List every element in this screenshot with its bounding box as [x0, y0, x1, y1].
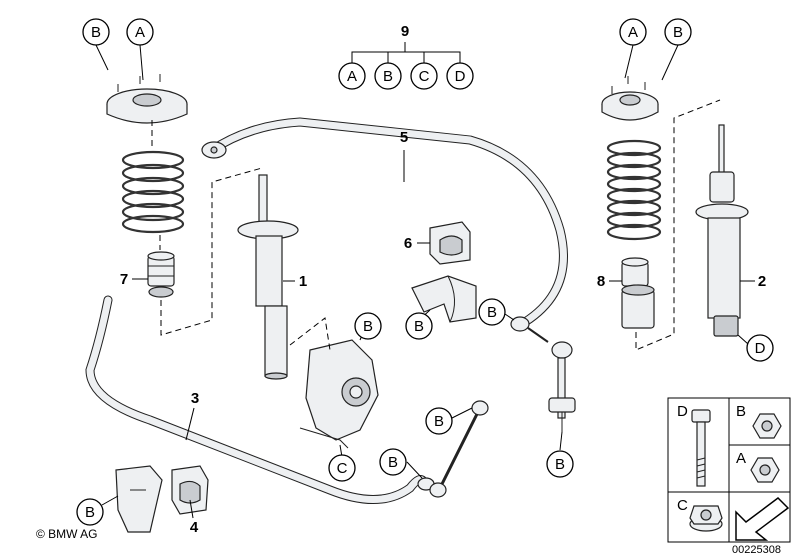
- callout-d-kit: D: [446, 62, 474, 90]
- svg-text:B: B: [91, 24, 101, 41]
- item-number-6: 6: [404, 235, 412, 252]
- steering-knuckle: [299, 339, 379, 449]
- svg-text:B: B: [85, 504, 95, 521]
- svg-text:C: C: [337, 460, 348, 477]
- strut-left: [237, 174, 299, 380]
- svg-text:A: A: [628, 24, 638, 41]
- callout-b-top-left: B: [82, 18, 110, 46]
- callout-b-rear-link-top: B: [425, 407, 453, 435]
- svg-text:D: D: [755, 340, 766, 357]
- item-number-2: 2: [758, 273, 766, 290]
- callout-a-kit: A: [338, 62, 366, 90]
- svg-text:B: B: [555, 456, 565, 473]
- callout-b-kit: B: [374, 62, 402, 90]
- bolt-icon: [691, 409, 711, 487]
- rear-bracket: [115, 465, 163, 533]
- copyright-text: © BMW AG: [36, 527, 98, 541]
- item-number-1: 1: [299, 273, 307, 290]
- callout-b-link-bottom: B: [546, 450, 574, 478]
- svg-text:B: B: [383, 68, 393, 85]
- legend-label-a: A: [736, 450, 746, 467]
- svg-text:D: D: [455, 68, 466, 85]
- direction-arrow-icon: [735, 497, 790, 541]
- stabilizer-bar-rear: [85, 295, 429, 504]
- item-number-3: 3: [191, 390, 199, 407]
- bump-stop-left: [147, 251, 175, 298]
- collar-nut-icon: [689, 505, 723, 532]
- stabilizer-bracket: [411, 275, 477, 323]
- item-number-9: 9: [401, 23, 409, 40]
- guide-line: [289, 317, 331, 351]
- stabilizer-bar-front: [201, 117, 568, 327]
- callout-b-top-right: B: [664, 18, 692, 46]
- drawing-id: 00225308: [732, 544, 781, 556]
- stabilizer-link-front: [510, 316, 576, 432]
- svg-text:B: B: [487, 304, 497, 321]
- coil-spring-left: [121, 150, 185, 234]
- callout-b-rear-link-bottom: B: [379, 448, 407, 476]
- callout-d-shock: D: [746, 334, 774, 362]
- svg-text:C: C: [419, 68, 430, 85]
- item-number-7: 7: [120, 271, 128, 288]
- svg-text:B: B: [673, 24, 683, 41]
- legend-label-b: B: [736, 403, 746, 420]
- guide-line: [635, 99, 721, 351]
- stabilizer-bushing: [429, 221, 471, 265]
- guide-line: [160, 167, 263, 336]
- bump-stop-right: [621, 257, 655, 329]
- strut-top-mount-left: [106, 74, 188, 124]
- svg-text:B: B: [388, 454, 398, 471]
- callout-c-kit: C: [410, 62, 438, 90]
- legend-label-c: C: [677, 497, 688, 514]
- svg-text:B: B: [363, 318, 373, 335]
- callout-b-rear-bracket: B: [76, 498, 104, 526]
- coil-spring-right: [606, 139, 662, 241]
- svg-text:A: A: [347, 68, 357, 85]
- fastener-legend: D B A C: [667, 397, 791, 543]
- callout-b-knuckle: B: [354, 312, 382, 340]
- svg-text:B: B: [434, 413, 444, 430]
- callout-c-knuckle: C: [328, 454, 356, 482]
- rear-bushing: [171, 465, 209, 515]
- item-number-4: 4: [190, 519, 199, 536]
- hex-nut-icon: [750, 457, 780, 483]
- stabilizer-link-rear: [417, 400, 489, 498]
- svg-text:B: B: [414, 318, 424, 335]
- strut-top-mount-right: [601, 76, 659, 121]
- flange-nut-icon: [752, 413, 782, 439]
- svg-text:A: A: [135, 24, 145, 41]
- callout-b-bracket: B: [405, 312, 433, 340]
- callout-b-link-top: B: [478, 298, 506, 326]
- legend-label-d: D: [677, 403, 688, 420]
- callout-a-top-right: A: [619, 18, 647, 46]
- callout-a-top-left: A: [126, 18, 154, 46]
- item-number-8: 8: [597, 273, 605, 290]
- shock-absorber-right: [695, 124, 749, 337]
- item-number-5: 5: [400, 129, 408, 146]
